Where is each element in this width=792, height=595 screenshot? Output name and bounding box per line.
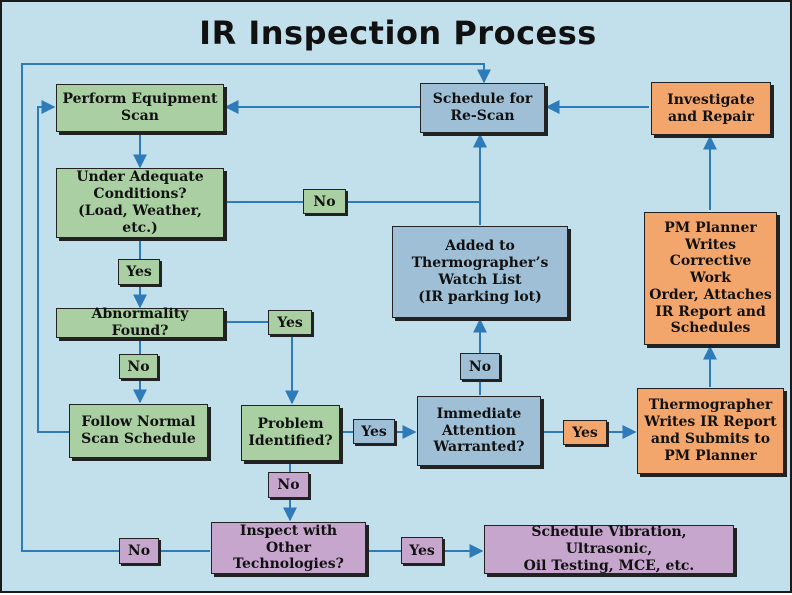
schedule-vibration-box: Schedule Vibration, Ultrasonic, Oil Test… [484, 524, 734, 574]
problem-identified-box: Problem Identified? [241, 405, 340, 461]
other-no-label: No [119, 538, 159, 564]
pm-planner-box: PM Planner Writes Corrective Work Order,… [644, 212, 777, 345]
abnormality-no-label: No [119, 354, 158, 379]
watch-list-box: Added to Thermographer’s Watch List (IR … [392, 226, 568, 318]
diagram-title: IR Inspection Process [199, 14, 597, 52]
inspect-other-technologies-box: Inspect with Other Technologies? [211, 522, 366, 574]
problem-yes-label: Yes [353, 419, 395, 444]
problem-no-label: No [268, 472, 309, 498]
attention-no-label: No [460, 353, 500, 380]
immediate-attention-box: Immediate Attention Warranted? [417, 396, 541, 466]
schedule-rescan-box: Schedule for Re-Scan [420, 83, 545, 133]
thermographer-report-box: Thermographer Writes IR Report and Submi… [637, 388, 784, 474]
attention-yes-label: Yes [563, 420, 607, 445]
abnormality-yes-label: Yes [268, 310, 312, 335]
follow-normal-schedule-box: Follow Normal Scan Schedule [69, 404, 208, 458]
conditions-no-label: No [303, 189, 346, 214]
abnormality-found-box: Abnormality Found? [56, 306, 224, 339]
edge-conditions-no [226, 133, 487, 203]
other-yes-label: Yes [401, 537, 443, 564]
adequate-conditions-box: Under Adequate Conditions? (Load, Weathe… [56, 168, 224, 238]
conditions-yes-label: Yes [118, 259, 160, 285]
edge-follow-to-scan [37, 100, 69, 433]
edge-other-no [21, 63, 491, 552]
investigate-repair-box: Investigate and Repair [651, 82, 771, 135]
perform-equipment-scan-box: Perform Equipment Scan [56, 84, 224, 132]
